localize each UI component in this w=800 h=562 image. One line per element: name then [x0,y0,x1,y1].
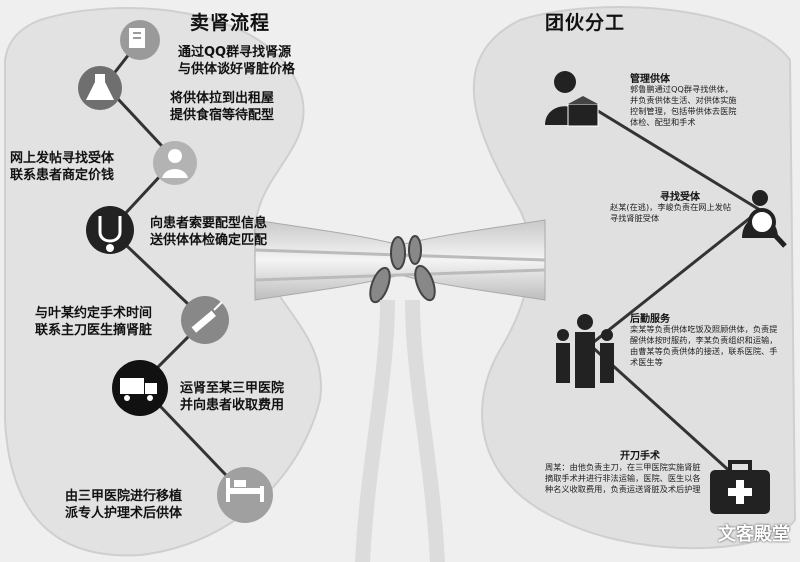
step-7-text: 由三甲医院进行移植派专人护理术后供体 [65,489,183,521]
role-3-desc: 栾某等负责供体吃饭及照顾供体，负责提醒供体按时服药，李某负责组织和运输，由曹某等… [630,324,778,367]
group-people-icon [556,314,614,388]
truck-icon [112,360,168,416]
step-3-text: 网上发帖寻找受体联系患者商定价钱 [10,151,115,183]
role-4-desc: 周某：由他负责主刀，在三甲医院实施肾脏摘取手术并进行非法运输，医院、医生以各种名… [545,462,701,494]
manager-box-icon [545,71,599,127]
left-panel-title: 卖肾流程 [190,12,271,34]
role-connector [579,98,763,487]
role-1-desc: 郭鲁鹏通过QQ群寻找供体，并负责供体生活、对供体实施控制管理，包括带供体去医院体… [630,84,737,127]
role-2-title: 寻找受体 [660,192,700,203]
step-1-text: 通过QQ群寻找肾源与供体谈好肾脏价格 [178,45,296,77]
role-2-desc: 赵某(在逃)，李峻负责在网上发帖寻找肾脏受体 [610,202,732,223]
right-panel-title: 团伙分工 [545,12,626,34]
syringe-icon [181,296,229,344]
role-1-title: 管理供体 [630,74,670,85]
document-computer-icon [120,20,160,60]
step-5-text: 与叶某约定手术时间联系主刀医生摘肾脏 [35,306,153,338]
nurse-icon [153,141,197,185]
vessel-bundle [254,219,546,562]
watermark: 文客殿堂 [718,524,790,545]
magnifier-person-icon [742,190,787,248]
step-4-text: 向患者索要配型信息送供体体检确定匹配 [150,216,268,248]
role-4-title: 开刀手术 [620,451,660,462]
flask-icon [78,66,122,110]
medical-kit-icon [710,460,770,514]
step-6-text: 运肾至某三甲医院并向患者收取费用 [180,381,285,413]
step-2-text: 将供体拉到出租屋提供食宿等待配型 [170,91,275,123]
hospital-bed-icon [217,467,273,523]
role-3-title: 后勤服务 [630,314,670,325]
stethoscope-icon [86,206,134,254]
